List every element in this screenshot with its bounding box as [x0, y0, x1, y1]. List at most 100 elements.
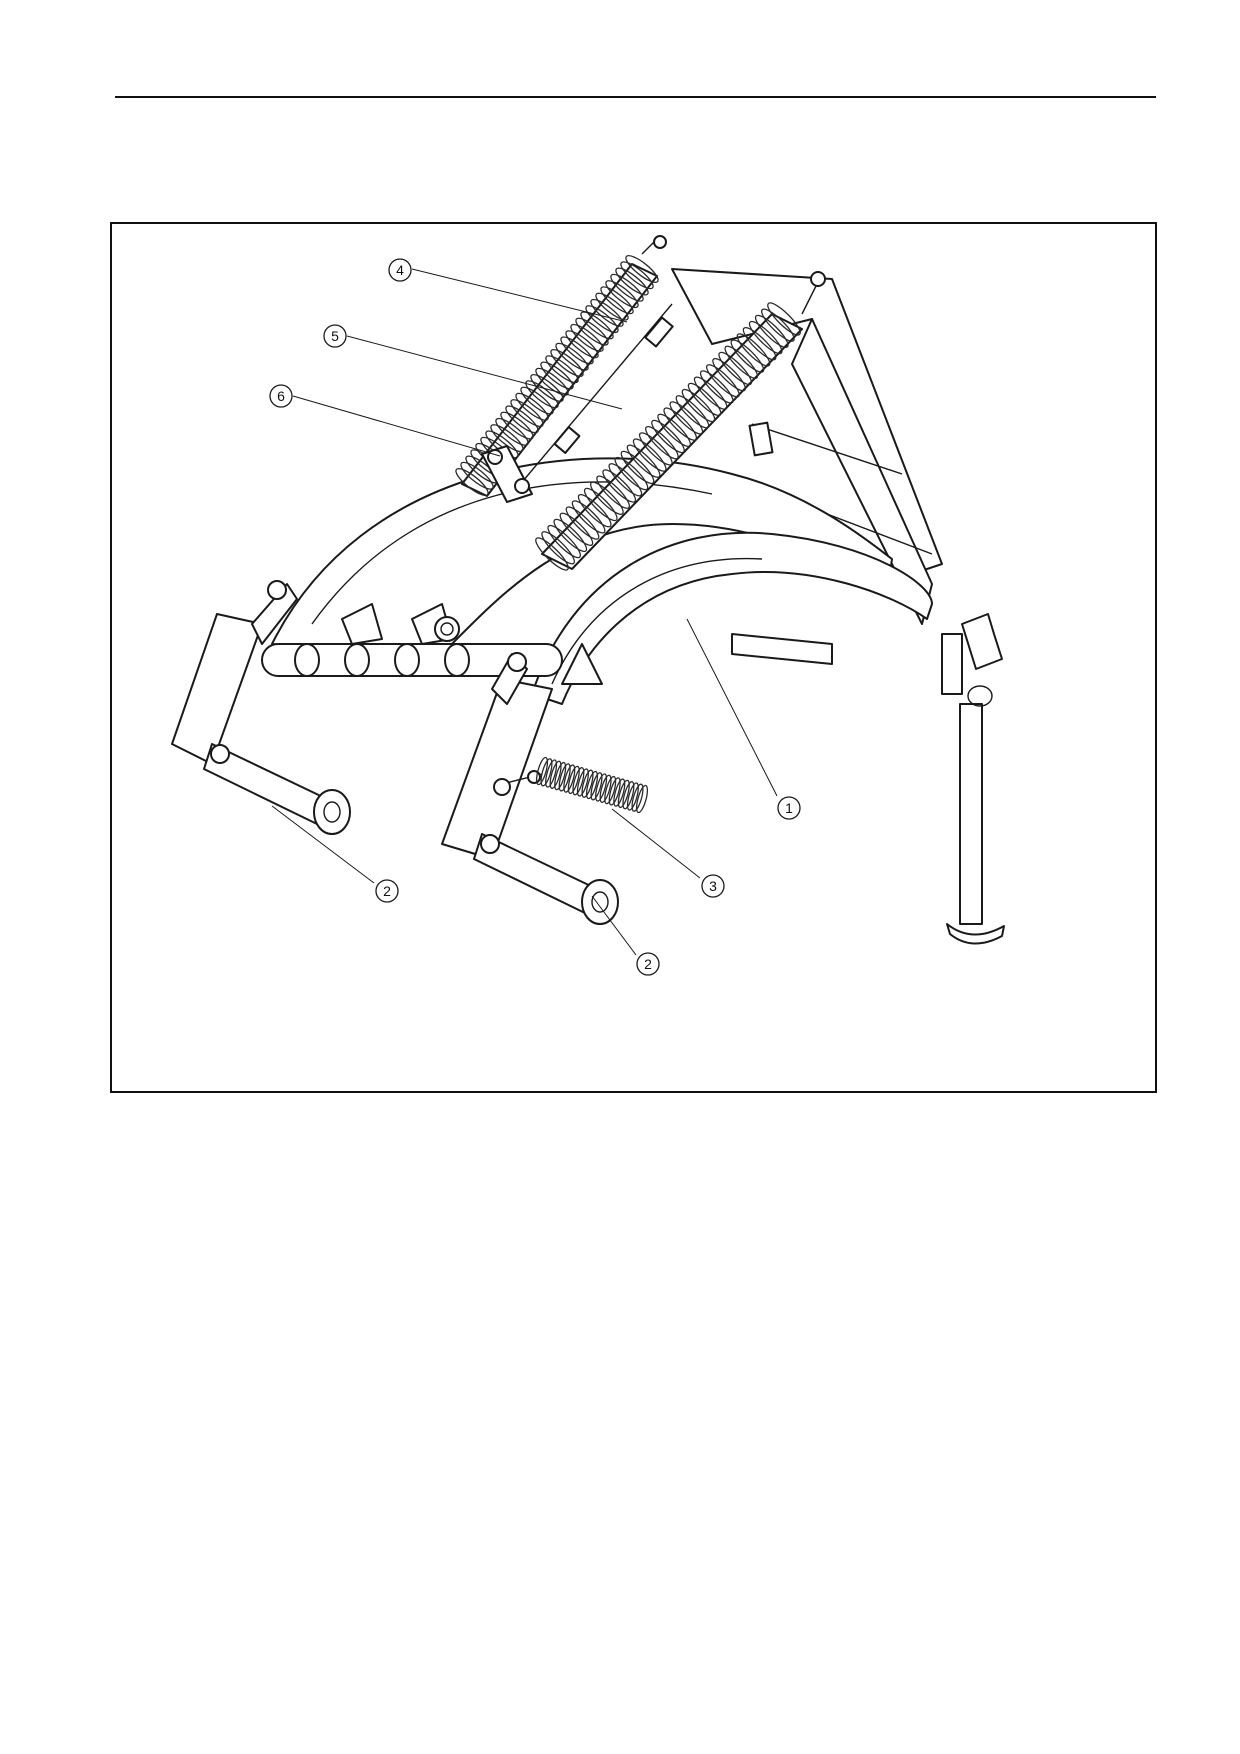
left-lower-link-pin — [203, 743, 351, 835]
spring-coil — [583, 487, 618, 522]
svg-text:6: 6 — [277, 388, 285, 404]
callout-2a: 2 — [375, 879, 399, 903]
spring-coil — [565, 330, 599, 359]
spring-coil — [596, 475, 630, 509]
header-rule — [115, 96, 1156, 98]
spring-coil — [560, 336, 594, 365]
spring-coil — [590, 772, 603, 801]
spring-coil — [754, 314, 789, 349]
spring-coil — [505, 405, 539, 434]
spring-coil — [525, 380, 559, 409]
spring-coil — [520, 386, 554, 415]
spring-coil — [577, 494, 612, 528]
spring-coil — [617, 779, 630, 809]
spring-coil — [604, 775, 617, 805]
spring-coil — [555, 342, 589, 371]
spring-coil — [554, 761, 567, 791]
spring-coil — [608, 463, 643, 497]
spring-coil — [540, 361, 574, 390]
spring-coil — [767, 302, 801, 336]
spring-coil — [535, 756, 549, 786]
lower-tension-spring — [493, 756, 649, 814]
spring-coil — [681, 388, 716, 423]
rear-support-leg — [941, 613, 1005, 945]
left-lift-link — [171, 580, 298, 765]
spring-coil — [500, 411, 534, 440]
spring-coil — [490, 424, 524, 453]
spring-coil — [736, 333, 771, 367]
callout-3: 3 — [701, 874, 725, 898]
spring-coil — [632, 438, 667, 472]
callout-6: 6 — [269, 384, 293, 408]
spring-coil — [530, 374, 564, 402]
callout-4: 4 — [388, 258, 412, 282]
spring-coil — [625, 255, 659, 283]
spring-coil — [570, 323, 604, 352]
spring-coil — [563, 764, 576, 793]
top-link-bracket — [481, 445, 533, 503]
spring-coil — [693, 376, 728, 410]
right-lower-link-pin — [473, 833, 619, 925]
spring-coil — [663, 407, 698, 441]
spring-coil — [651, 419, 685, 454]
spring-coil — [614, 456, 649, 491]
spring-coil — [550, 349, 584, 377]
spring-coil — [699, 370, 734, 404]
spring-coil — [615, 267, 649, 296]
spring-coil — [576, 768, 589, 797]
spring-coil — [581, 769, 594, 798]
svg-text:4: 4 — [396, 262, 404, 278]
spring-coil — [541, 531, 575, 565]
cross-tube-assembly — [261, 603, 563, 677]
spring-coil — [675, 395, 710, 429]
spring-coil — [600, 286, 634, 315]
spring-coil — [613, 778, 626, 807]
spring-coil — [635, 784, 649, 814]
spring-coil — [620, 261, 654, 290]
spring-coil — [585, 305, 619, 334]
svg-text:3: 3 — [709, 878, 717, 894]
spring-coil — [645, 426, 679, 460]
spring-coil — [495, 417, 529, 446]
callout-5: 5 — [323, 324, 347, 348]
callout-1: 1 — [777, 796, 801, 820]
spring-coil — [748, 320, 783, 355]
spring-coil — [620, 450, 655, 485]
spring-coil — [712, 358, 746, 392]
svg-text:2: 2 — [644, 956, 652, 972]
svg-text:2: 2 — [383, 883, 391, 899]
spring-coil — [602, 469, 637, 503]
spring-coil — [572, 767, 585, 796]
spring-coil — [687, 382, 722, 417]
spring-coil — [571, 500, 606, 534]
spring-coil — [730, 339, 765, 373]
spring-coil — [545, 355, 579, 384]
spring-coil — [575, 317, 609, 346]
svg-text:5: 5 — [331, 328, 339, 344]
spring-coil — [545, 759, 558, 788]
a-frame-mast — [671, 268, 943, 625]
spring-coil — [547, 524, 582, 559]
spring-coil — [455, 468, 489, 496]
spring-coil — [626, 444, 661, 478]
spring-coil — [605, 280, 639, 309]
hitch-frame-illustration: 4 5 6 1 2 3 2 — [171, 235, 1005, 976]
spring-coil — [638, 432, 673, 466]
spring-coil — [553, 518, 588, 553]
spring-coil — [669, 401, 704, 435]
spring-coil — [622, 781, 635, 810]
spring-coil — [595, 292, 629, 321]
callout-2b: 2 — [636, 952, 660, 976]
spring-coil — [565, 506, 600, 540]
spring-coil — [585, 770, 599, 800]
spring-coil — [718, 351, 753, 386]
spring-coil — [657, 413, 691, 447]
spring-coil — [761, 308, 795, 342]
figure-frame: 4 5 6 1 2 3 2 — [110, 222, 1157, 1093]
spring-coil — [742, 327, 777, 361]
spring-coil — [706, 364, 740, 398]
spring-coil — [540, 758, 553, 787]
spring-coil — [595, 773, 608, 802]
spring-coil — [608, 777, 621, 806]
spring-coil — [599, 774, 612, 803]
